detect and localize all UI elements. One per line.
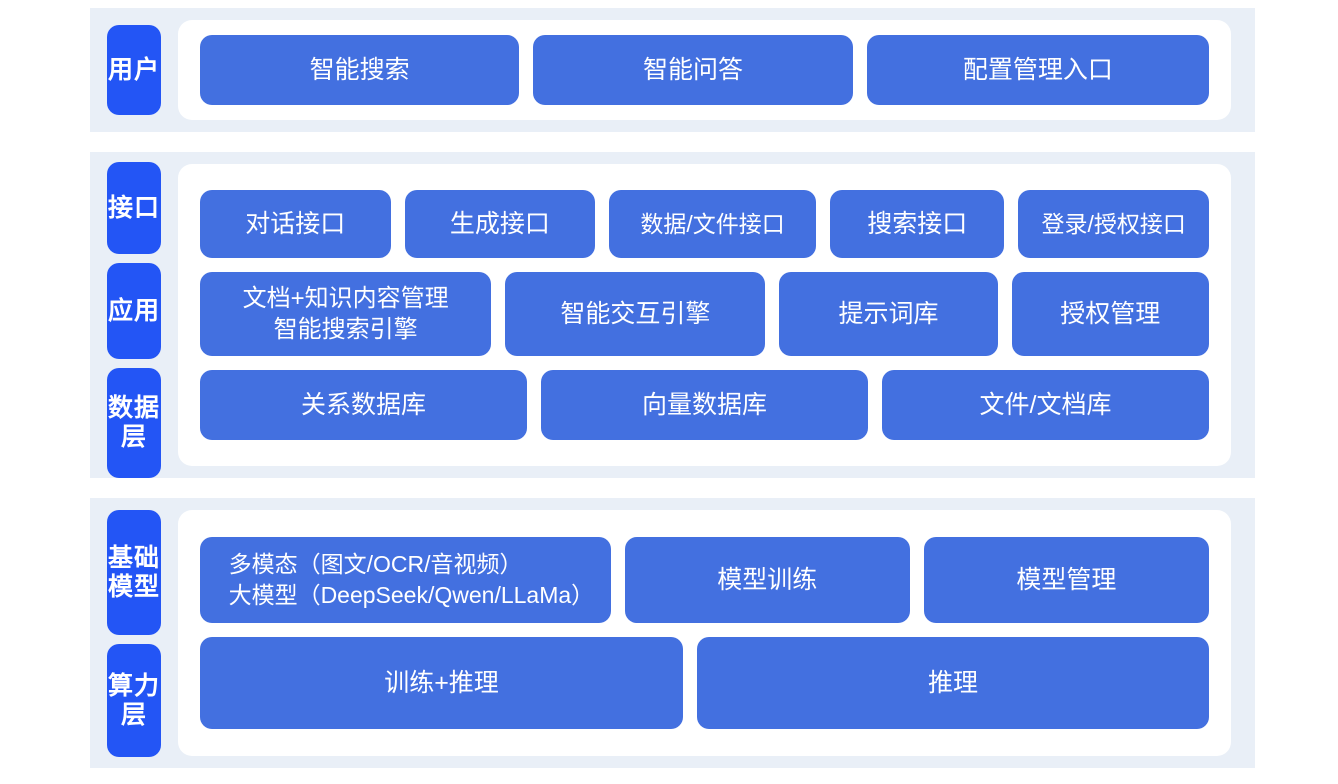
card-model-management[interactable]: 模型管理 bbox=[923, 537, 1209, 623]
card-dialog-api[interactable]: 对话接口 bbox=[200, 190, 391, 258]
layer-badge-application[interactable]: 应用 bbox=[107, 263, 161, 359]
layer-label-column-middle: 接口 应用 数据层 bbox=[90, 152, 178, 478]
section-middle-layers: 接口 应用 数据层 对话接口 生成接口 数据/文件接口 搜索接口 登录/授权接口… bbox=[90, 152, 1255, 478]
card-multimodal-large-model[interactable]: 多模态（图文/OCR/音视频） 大模型（DeepSeek/Qwen/LLaMa） bbox=[200, 537, 611, 623]
card-data-file-api[interactable]: 数据/文件接口 bbox=[609, 190, 817, 258]
panel-user-layer: 智能搜索 智能问答 配置管理入口 bbox=[178, 20, 1231, 120]
card-vector-database[interactable]: 向量数据库 bbox=[541, 370, 868, 440]
card-file-document-store[interactable]: 文件/文档库 bbox=[882, 370, 1209, 440]
section-user-layer: 用户 智能搜索 智能问答 配置管理入口 bbox=[90, 8, 1255, 132]
row-application-modules: 文档+知识内容管理 智能搜索引擎 智能交互引擎 提示词库 授权管理 bbox=[200, 272, 1209, 356]
card-search-api[interactable]: 搜索接口 bbox=[830, 190, 1005, 258]
card-model-training[interactable]: 模型训练 bbox=[624, 537, 910, 623]
panel-bottom-layers: 多模态（图文/OCR/音视频） 大模型（DeepSeek/Qwen/LLaMa）… bbox=[178, 510, 1231, 756]
layer-label-column-bottom: 基础模型 算力层 bbox=[90, 498, 178, 768]
row-interface-apis: 对话接口 生成接口 数据/文件接口 搜索接口 登录/授权接口 bbox=[200, 190, 1209, 258]
row-user-entries: 智能搜索 智能问答 配置管理入口 bbox=[200, 35, 1209, 105]
card-document-knowledge-management[interactable]: 文档+知识内容管理 智能搜索引擎 bbox=[200, 272, 492, 356]
row-data-stores: 关系数据库 向量数据库 文件/文档库 bbox=[200, 370, 1209, 440]
layer-badge-user[interactable]: 用户 bbox=[107, 25, 161, 115]
layer-badge-foundation-model[interactable]: 基础模型 bbox=[107, 510, 161, 635]
section-bottom-layers: 基础模型 算力层 多模态（图文/OCR/音视频） 大模型（DeepSeek/Qw… bbox=[90, 498, 1255, 768]
layer-label-column-user: 用户 bbox=[90, 8, 178, 132]
panel-middle-layers: 对话接口 生成接口 数据/文件接口 搜索接口 登录/授权接口 文档+知识内容管理… bbox=[178, 164, 1231, 466]
card-authorization-management[interactable]: 授权管理 bbox=[1011, 272, 1209, 356]
layer-badge-interface[interactable]: 接口 bbox=[107, 162, 161, 254]
row-foundation-models: 多模态（图文/OCR/音视频） 大模型（DeepSeek/Qwen/LLaMa）… bbox=[200, 537, 1209, 623]
card-smart-qa[interactable]: 智能问答 bbox=[533, 35, 853, 105]
card-generation-api[interactable]: 生成接口 bbox=[404, 190, 596, 258]
card-relational-database[interactable]: 关系数据库 bbox=[200, 370, 527, 440]
row-compute-resources: 训练+推理 推理 bbox=[200, 637, 1209, 729]
layer-badge-data[interactable]: 数据层 bbox=[107, 368, 161, 478]
card-login-auth-api[interactable]: 登录/授权接口 bbox=[1018, 190, 1209, 258]
card-config-management-entry[interactable]: 配置管理入口 bbox=[866, 35, 1209, 105]
card-inference[interactable]: 推理 bbox=[697, 637, 1209, 729]
card-intelligent-interaction-engine[interactable]: 智能交互引擎 bbox=[505, 272, 766, 356]
card-prompt-library[interactable]: 提示词库 bbox=[779, 272, 998, 356]
card-training-and-inference[interactable]: 训练+推理 bbox=[200, 637, 684, 729]
layer-badge-compute[interactable]: 算力层 bbox=[107, 644, 161, 757]
card-smart-search[interactable]: 智能搜索 bbox=[200, 35, 520, 105]
